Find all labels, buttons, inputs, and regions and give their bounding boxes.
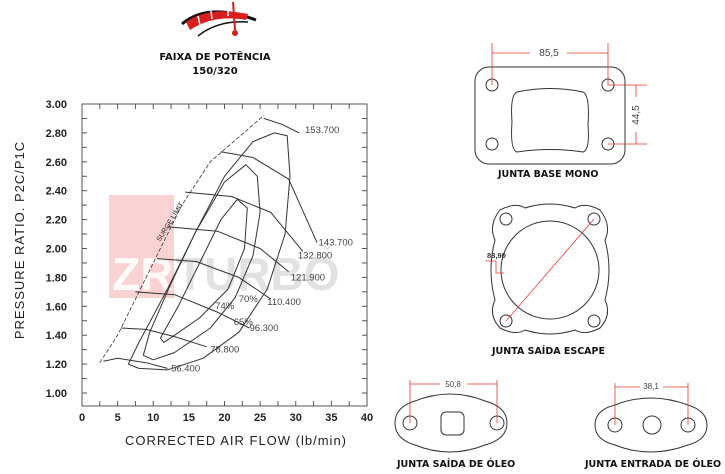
dimension-label: 44,5 [631,105,642,125]
speed-line [167,226,289,272]
y-axis-label: PRESSURE RATIO. P2C/P1C [12,141,27,339]
y-tick-label: 2.20 [46,215,67,227]
y-tick-label: 1.20 [46,359,67,371]
gasket-caption: JUNTA SAÍDA ESCAPE [492,346,605,357]
y-tick-label: 1.80 [46,272,67,284]
speed-line [185,191,304,252]
speed-line-label: 96.300 [249,323,278,334]
speed-line [220,151,318,243]
efficiency-island [142,164,261,361]
gasket-caption: JUNTA ENTRADA DE ÓLEO [585,459,722,470]
speed-line-label: 153.700 [305,125,339,136]
dimension-label: 85,5 [539,48,559,59]
speed-line [103,357,168,369]
power-range-value: 150/320 [192,66,238,77]
efficiency-label: 74% [215,301,235,312]
gasket-caption: JUNTA SAÍDA DE ÓLEO [397,459,516,470]
dimension-label: 38,1 [643,382,659,391]
gauge-icon [181,1,257,37]
speed-line-label: 132.800 [298,251,332,262]
dimension-label: 88,90 [487,251,506,260]
gasket-caption: JUNTA BASE MONO [498,169,599,180]
x-tick-label: 10 [147,412,159,424]
speed-line-label: 78.800 [210,345,239,356]
x-tick-label: 30 [290,412,302,424]
watermark: ZR TURBO ™ [109,195,340,300]
x-tick-label: 35 [325,412,337,424]
watermark-tm: ™ [322,245,330,254]
y-tick-label: 1.60 [46,301,67,313]
speed-line-label: 56.400 [171,363,200,374]
speed-line-label: 110.400 [267,297,301,308]
speed-line-label: 121.900 [291,272,325,283]
y-tick-label: 2.60 [46,157,67,169]
compressor-map-chart: ZR TURBO ™ 0 5 10 15 20 25 30 35 40 1.00 1.20 1.40 1… [12,99,373,448]
gasket-base-mono-drawing: 85,5 44,5 [474,43,647,165]
y-tick-label: 2.80 [46,128,67,140]
speed-line [135,291,250,329]
y-tick-label: 1.40 [46,330,67,342]
speed-line-label: 143.700 [319,238,353,249]
efficiency-label: 70% [239,294,259,305]
x-tick-label: 15 [183,412,195,424]
surge-line [99,115,264,363]
x-tick-label: 0 [79,412,85,424]
x-tick-label: 25 [254,412,266,424]
x-tick-label: 40 [361,412,373,424]
x-tick-label: 20 [218,412,230,424]
power-range-title: FAIXA DE POTÊNCIA [159,52,271,63]
gasket-oil-inlet-drawing: 38,1 [594,382,708,453]
y-tick-label: 2.00 [46,244,67,256]
gasket-escape-drawing: 88,90 [485,203,610,335]
watermark-zr: ZR [112,248,173,300]
dimension-label: 50,8 [445,380,461,389]
gasket-oil-outlet-drawing: 50,8 [394,380,508,453]
speed-line [263,117,300,134]
y-tick-label: 1.00 [46,388,67,400]
y-tick-label: 3.00 [46,99,67,111]
efficiency-label: 65% [234,317,254,328]
x-axis-label: CORRECTED AIR FLOW (lb/min) [125,433,347,448]
speed-line [156,258,272,300]
efficiency-island [159,198,248,343]
x-tick-label: 5 [115,412,121,424]
y-tick-label: 2.40 [46,186,67,198]
